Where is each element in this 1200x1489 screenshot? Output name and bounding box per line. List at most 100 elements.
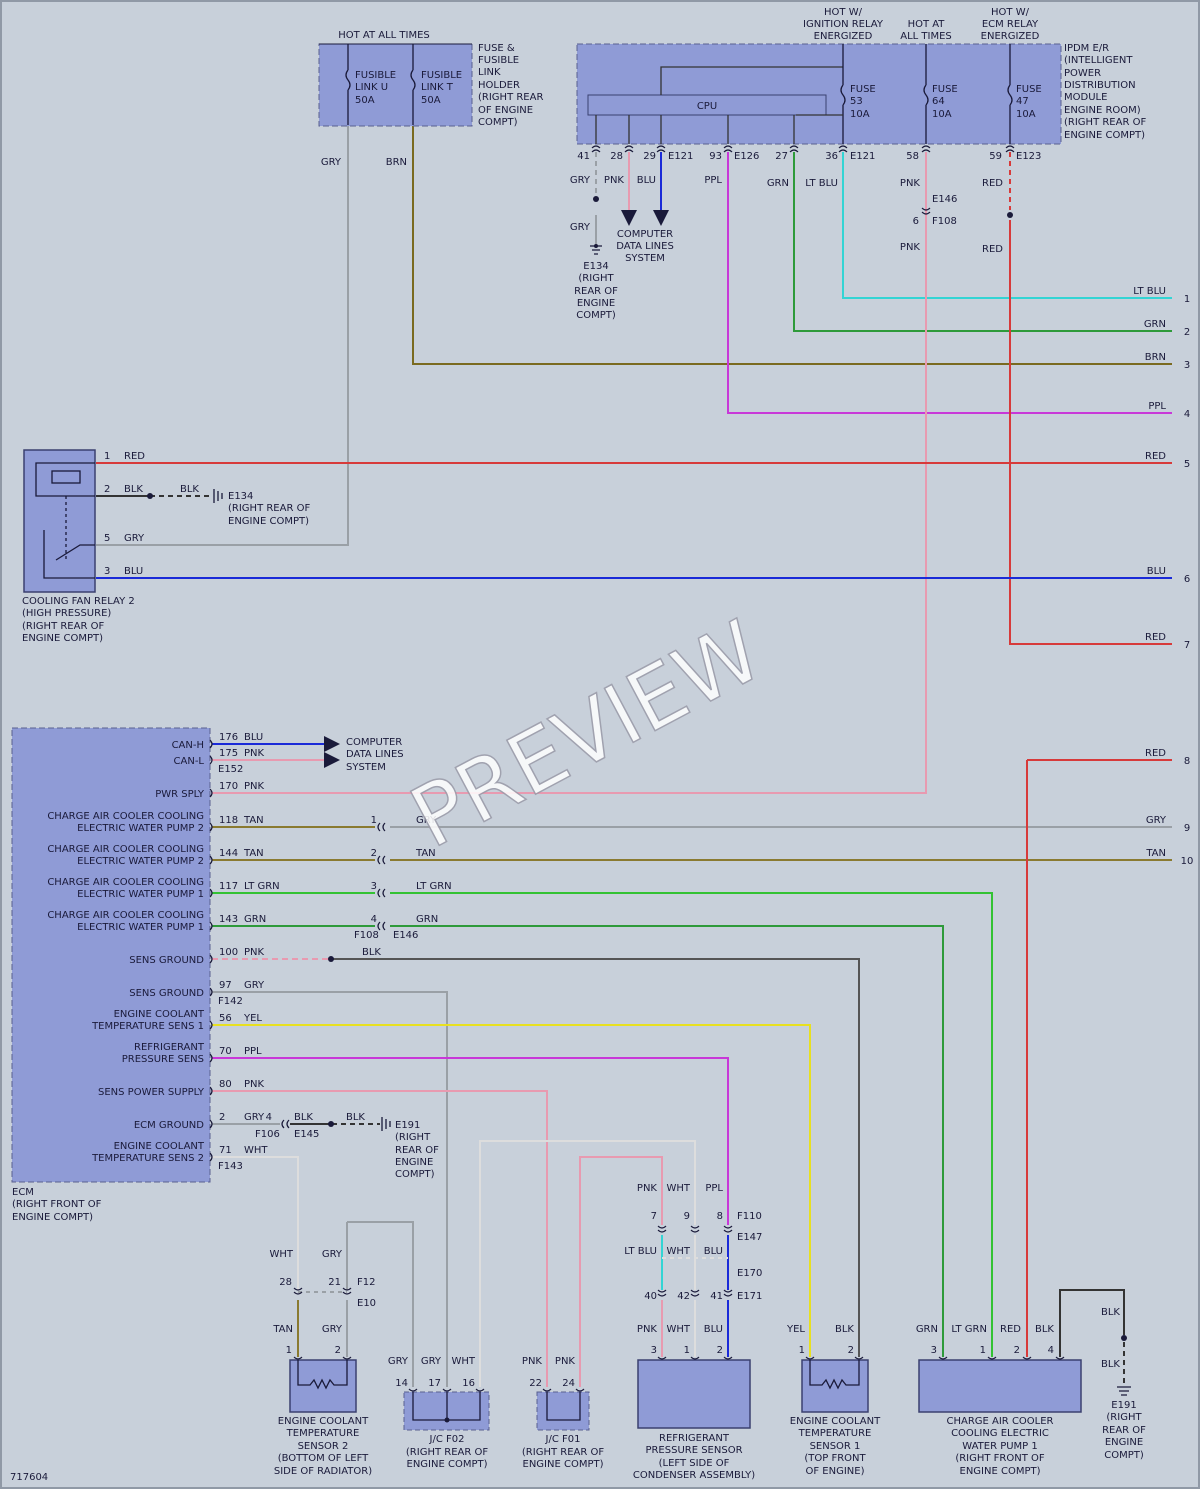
svg-text:9: 9 bbox=[684, 1211, 690, 1222]
svg-text:(RIGHT REAR OF: (RIGHT REAR OF bbox=[228, 503, 310, 514]
svg-text:8: 8 bbox=[717, 1211, 723, 1222]
svg-text:14: 14 bbox=[395, 1378, 408, 1389]
svg-text:GRY: GRY bbox=[416, 815, 437, 826]
ecm-pin-connector bbox=[209, 1020, 213, 1030]
ecm-pin-connector bbox=[209, 855, 213, 865]
svg-text:6: 6 bbox=[913, 216, 919, 227]
svg-text:E123: E123 bbox=[1016, 151, 1041, 162]
svg-text:COMPT): COMPT) bbox=[576, 310, 616, 321]
svg-text:1: 1 bbox=[371, 815, 377, 826]
svg-text:E147: E147 bbox=[737, 1232, 762, 1243]
ecm-pin-label: SENS POWER SUPPLY bbox=[98, 1087, 205, 1098]
svg-text:PNK: PNK bbox=[522, 1356, 543, 1367]
wire-gry-fusible-u bbox=[210, 125, 349, 546]
ecm-pin-label: PWR SPLY bbox=[155, 789, 205, 800]
svg-text:41: 41 bbox=[577, 151, 590, 162]
svg-text:F106: F106 bbox=[255, 1129, 280, 1140]
svg-text:COMPT): COMPT) bbox=[395, 1169, 435, 1180]
wire-gry-97 bbox=[212, 991, 448, 1387]
svg-text:(HIGH PRESSURE): (HIGH PRESSURE) bbox=[22, 608, 111, 619]
svg-text:59: 59 bbox=[989, 151, 1002, 162]
svg-text:E191: E191 bbox=[395, 1120, 420, 1131]
svg-text:LT GRN: LT GRN bbox=[416, 881, 452, 892]
svg-text:3: 3 bbox=[931, 1345, 937, 1356]
svg-text:SYSTEM: SYSTEM bbox=[346, 762, 386, 773]
svg-text:LT BLU: LT BLU bbox=[1133, 286, 1166, 297]
svg-text:SIDE OF RADIATOR): SIDE OF RADIATOR) bbox=[274, 1466, 372, 1477]
ecm-pin-connector bbox=[209, 1152, 213, 1162]
svg-text:1: 1 bbox=[286, 1345, 292, 1356]
wire-grn-27 bbox=[793, 152, 1172, 332]
svg-text:2: 2 bbox=[335, 1345, 341, 1356]
svg-text:50A: 50A bbox=[355, 95, 375, 106]
svg-text:ENGINE: ENGINE bbox=[1105, 1437, 1143, 1448]
ects2-desc: ENGINE COOLANT TEMPERATURE SENSOR 2 (BOT… bbox=[274, 1416, 372, 1477]
svg-text:53: 53 bbox=[850, 96, 863, 107]
refsens-labels: PNK WHT PPL 7 9 8 F110 E147 LT BLU WHT B… bbox=[624, 1183, 762, 1356]
diagram-id: 717604 bbox=[10, 1472, 48, 1483]
ecm-pin-label: ELECTRIC WATER PUMP 2 bbox=[77, 823, 204, 834]
svg-text:LT BLU: LT BLU bbox=[805, 178, 838, 189]
svg-text:36: 36 bbox=[825, 151, 838, 162]
svg-text:J/C F02: J/C F02 bbox=[429, 1434, 465, 1445]
svg-text:HOLDER: HOLDER bbox=[478, 80, 520, 91]
svg-text:E121: E121 bbox=[850, 151, 875, 162]
svg-text:3: 3 bbox=[371, 881, 377, 892]
svg-text:ENGINE ROOM): ENGINE ROOM) bbox=[1064, 105, 1141, 116]
ecm-pin-number: 56 bbox=[219, 1013, 232, 1024]
svg-text:COMPT): COMPT) bbox=[1104, 1450, 1144, 1461]
svg-text:9: 9 bbox=[1184, 823, 1190, 834]
svg-text:DISTRIBUTION: DISTRIBUTION bbox=[1064, 80, 1136, 91]
e134-desc: E134 (RIGHT REAR OF ENGINE COMPT) bbox=[574, 261, 618, 321]
ecm-pin-connector bbox=[209, 921, 213, 931]
ecm-pin-wire: TAN bbox=[243, 815, 264, 826]
right-wire-labels: LT BLU GRN BRN PPL RED BLU RED RED GRY T… bbox=[1133, 286, 1167, 859]
svg-text:GRN: GRN bbox=[1144, 319, 1166, 330]
ecm-pin-wire: TAN bbox=[243, 848, 264, 859]
wire-label-gry-fuse: GRY bbox=[321, 157, 342, 168]
svg-text:LINK U: LINK U bbox=[355, 82, 388, 93]
ipdm-pins: 41 28 29 E121 93 E126 27 36 E121 58 59 E… bbox=[577, 151, 1041, 162]
svg-text:3: 3 bbox=[651, 1345, 657, 1356]
ecm-pin-number: 143 bbox=[219, 914, 238, 925]
svg-text:BLU: BLU bbox=[124, 566, 143, 577]
svg-text:PPL: PPL bbox=[1148, 401, 1166, 412]
ecm-pin-label: ELECTRIC WATER PUMP 1 bbox=[77, 889, 204, 900]
header-hot-all-times-2: HOT AT ALL TIMES bbox=[900, 19, 952, 42]
ecm-pin-connector bbox=[209, 739, 213, 749]
svg-text:TEMPERATURE: TEMPERATURE bbox=[286, 1428, 360, 1439]
svg-text:40: 40 bbox=[644, 1291, 657, 1302]
ecm-pin-label: SENS GROUND bbox=[129, 955, 204, 966]
svg-text:10: 10 bbox=[1181, 856, 1194, 867]
svg-text:LT BLU: LT BLU bbox=[624, 1246, 657, 1257]
svg-text:17: 17 bbox=[428, 1378, 441, 1389]
svg-text:2: 2 bbox=[1184, 327, 1190, 338]
svg-text:E191: E191 bbox=[1111, 1400, 1136, 1411]
wire-gry-jf02-14 bbox=[347, 1221, 414, 1387]
svg-text:FUSIBLE: FUSIBLE bbox=[355, 70, 396, 81]
svg-text:(RIGHT REAR OF: (RIGHT REAR OF bbox=[406, 1447, 488, 1458]
svg-text:SENSOR 1: SENSOR 1 bbox=[810, 1441, 861, 1452]
svg-text:GRY: GRY bbox=[388, 1356, 409, 1367]
fusible-holder-desc: FUSE & FUSIBLE LINK HOLDER (RIGHT REAR O… bbox=[478, 43, 543, 128]
ecm-pin-label: CHARGE AIR COOLER COOLING bbox=[47, 811, 204, 822]
ecm-pin-wire: GRN bbox=[244, 914, 266, 925]
wire-blk-sensground bbox=[332, 958, 860, 1357]
jcf02-desc: J/C F02 (RIGHT REAR OF ENGINE COMPT) bbox=[406, 1434, 488, 1470]
svg-text:OF ENGINE: OF ENGINE bbox=[478, 105, 533, 116]
svg-text:RED: RED bbox=[982, 244, 1003, 255]
ecm-pin-number: 144 bbox=[219, 848, 238, 859]
ecm-pin-label: CHARGE AIR COOLER COOLING bbox=[47, 910, 204, 921]
svg-text:E146: E146 bbox=[932, 194, 957, 205]
wire-ppl-70 bbox=[212, 1057, 729, 1225]
svg-text:BLK: BLK bbox=[362, 947, 381, 958]
jcf01-labels: PNK PNK 22 24 bbox=[522, 1356, 576, 1389]
svg-text:4: 4 bbox=[371, 914, 377, 925]
svg-text:BLK: BLK bbox=[180, 484, 199, 495]
svg-text:29: 29 bbox=[643, 151, 656, 162]
svg-text:(LEFT SIDE OF: (LEFT SIDE OF bbox=[659, 1458, 730, 1469]
ecm-pin-connector bbox=[209, 788, 213, 798]
svg-text:FUSIBLE: FUSIBLE bbox=[478, 55, 519, 66]
svg-text:1: 1 bbox=[104, 451, 110, 462]
